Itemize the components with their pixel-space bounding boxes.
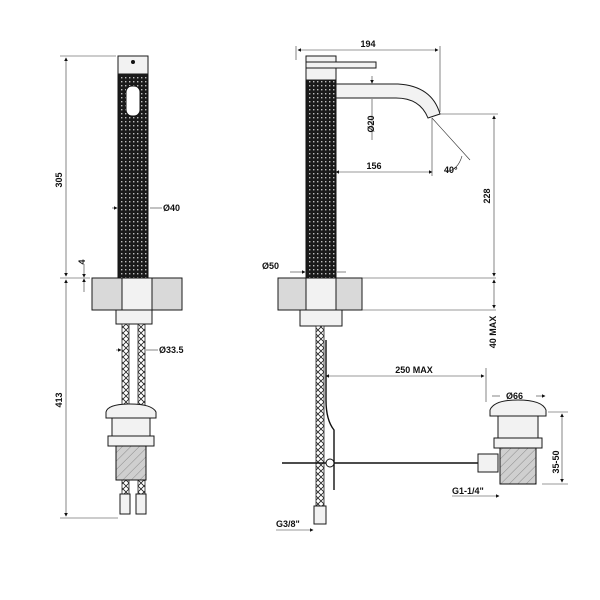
- front-deck-bore: [121, 277, 153, 311]
- side-waste-cap: [489, 399, 547, 417]
- side-mixer-body: [305, 79, 337, 279]
- side-waste-body: [497, 415, 539, 439]
- dim-waste-thread: G1-1/4": [452, 486, 484, 496]
- dim-hose-thread: G3/8": [276, 519, 300, 529]
- front-fixing-nut: [115, 309, 153, 325]
- side-rod-clamp: [325, 458, 335, 468]
- dim-front-height: 305: [54, 172, 64, 187]
- dim-side-rod-length: 250 MAX: [395, 365, 433, 375]
- front-view: 305 413 4 Ø40 Ø33.5: [54, 55, 184, 519]
- dim-front-lower-height: 413: [54, 392, 64, 407]
- side-hose: [315, 325, 325, 507]
- side-lever: [305, 61, 377, 69]
- side-hose-connector: [313, 505, 327, 525]
- front-waste-body: [111, 417, 151, 437]
- dim-waste-height: 35-50: [551, 450, 561, 473]
- front-hose-connector-right: [135, 493, 147, 515]
- dim-waste-diameter: Ø66: [506, 391, 523, 401]
- dim-side-spout-height: 228: [482, 188, 492, 203]
- dim-side-deck-thickness: 40 MAX: [488, 316, 498, 349]
- front-waste-thread: [115, 445, 147, 481]
- side-waste-lever-housing: [477, 453, 499, 473]
- front-lever-dot: [131, 60, 135, 64]
- front-mixer-top-cap: [117, 55, 149, 75]
- dim-side-base-diameter: Ø50: [262, 261, 279, 271]
- side-waste-collar: [493, 437, 543, 449]
- side-fixing-nut: [299, 309, 343, 327]
- dim-front-diameter: Ø40: [163, 203, 180, 213]
- front-hose-connector-left: [119, 493, 131, 515]
- side-waste-thread: [499, 447, 537, 485]
- side-popup-rod: [325, 340, 335, 490]
- side-spout: [335, 83, 441, 119]
- dim-front-gap: 4: [77, 259, 87, 264]
- dim-side-reach: 194: [360, 39, 375, 49]
- dim-side-spout-diameter: Ø20: [366, 115, 376, 132]
- side-deck-bore: [305, 277, 337, 311]
- front-spout-outlet: [125, 85, 141, 117]
- dim-side-spout-angle: 40°: [444, 165, 458, 175]
- front-waste-cap: [105, 403, 157, 419]
- dim-side-spout-reach: 156: [366, 161, 381, 171]
- front-waste-collar: [107, 435, 155, 447]
- side-view: 194 Ø20 156 40° 228 40 MAX Ø50 250 MAX Ø…: [262, 39, 568, 532]
- dim-front-hose-diameter: Ø33.5: [159, 345, 184, 355]
